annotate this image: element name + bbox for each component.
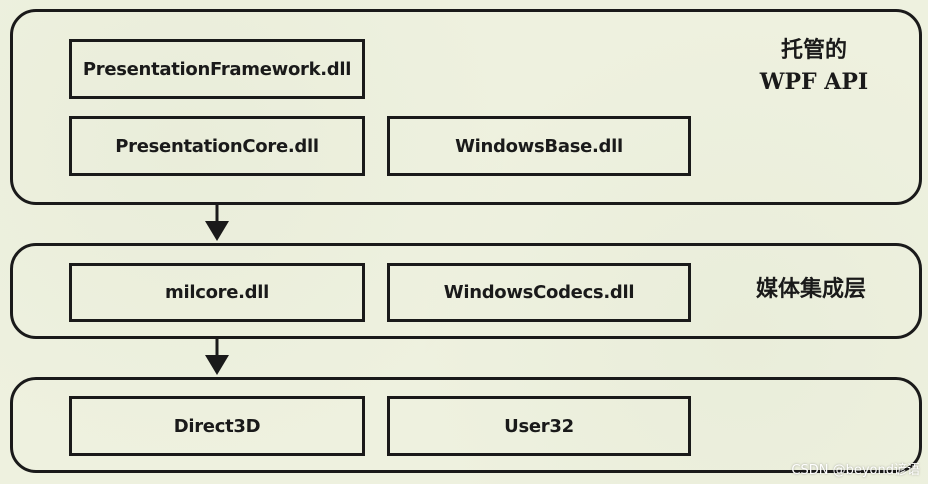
native-layer: Direct3D User32 [10, 377, 922, 473]
managed-layer-label: 托管的 WPF API [739, 34, 889, 98]
presentation-framework-box: PresentationFramework.dll [69, 39, 365, 99]
managed-layer-label-line1: 托管的 [780, 37, 847, 63]
watermark: CSDN @beyond谚语 [791, 463, 920, 478]
media-layer-label: 媒体集成层 [755, 276, 866, 302]
milcore-box: milcore.dll [69, 263, 365, 322]
managed-wpf-api-layer: PresentationFramework.dll PresentationCo… [10, 9, 922, 205]
down-arrow-icon [205, 203, 229, 241]
windows-codecs-box: WindowsCodecs.dll [387, 263, 691, 322]
windows-base-box: WindowsBase.dll [387, 116, 691, 176]
media-integration-layer: milcore.dll WindowsCodecs.dll 媒体集成层 [10, 243, 922, 339]
direct3d-box: Direct3D [69, 396, 365, 456]
down-arrow-icon [205, 337, 229, 375]
managed-layer-label-line2: WPF API [759, 69, 869, 95]
presentation-core-box: PresentationCore.dll [69, 116, 365, 176]
user32-box: User32 [387, 396, 691, 456]
